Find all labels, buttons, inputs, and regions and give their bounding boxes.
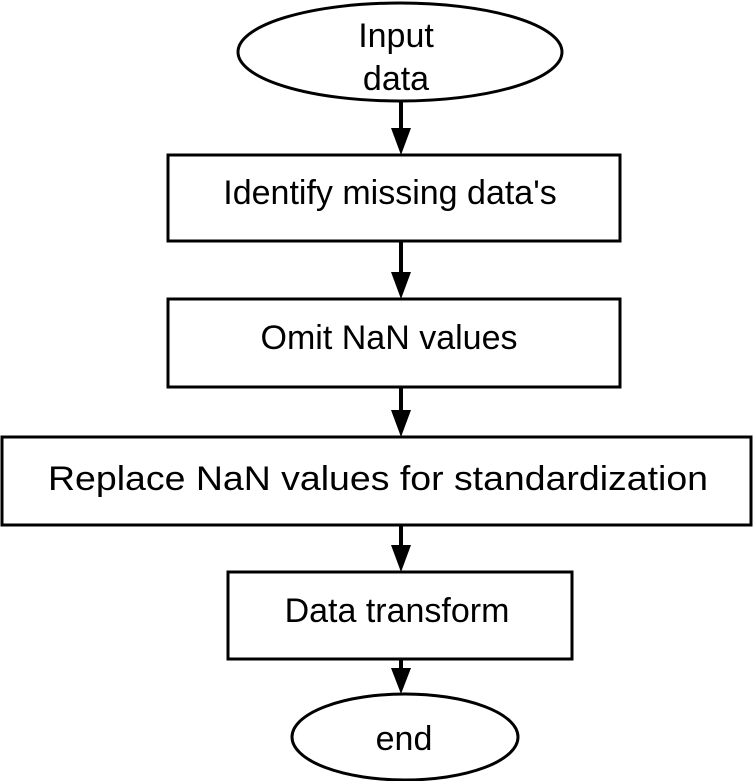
arrow-step3-to-step4 — [391, 525, 411, 572]
process-box-1 — [166, 153, 622, 243]
arrow-start-to-step1 — [391, 101, 411, 155]
process-data-transform: Data transform — [226, 570, 574, 661]
start-label-line1: Input — [358, 17, 434, 55]
process-box-3 — [0, 435, 753, 527]
process-box-2 — [166, 297, 622, 389]
process-identify-missing: Identify missing data's — [166, 153, 622, 243]
process-label-1: Identify missing data's — [223, 174, 556, 212]
process-box-4 — [226, 570, 574, 661]
end-ellipse — [290, 692, 520, 781]
start-terminal: Input data — [236, 1, 564, 103]
arrow-step4-to-end — [391, 659, 411, 694]
process-label-2: Omit NaN values — [261, 319, 518, 357]
end-terminal: end — [290, 692, 520, 781]
end-label: end — [376, 720, 433, 758]
arrow-step1-to-step2 — [391, 241, 411, 299]
arrow-step2-to-step3 — [391, 387, 411, 437]
process-label-3: Replace NaN values for standardization — [48, 460, 708, 498]
start-label-line2: data — [363, 60, 429, 98]
process-label-4: Data transform — [285, 592, 510, 630]
process-omit-nan: Omit NaN values — [166, 297, 622, 389]
process-replace-nan: Replace NaN values for standardization — [0, 435, 753, 527]
